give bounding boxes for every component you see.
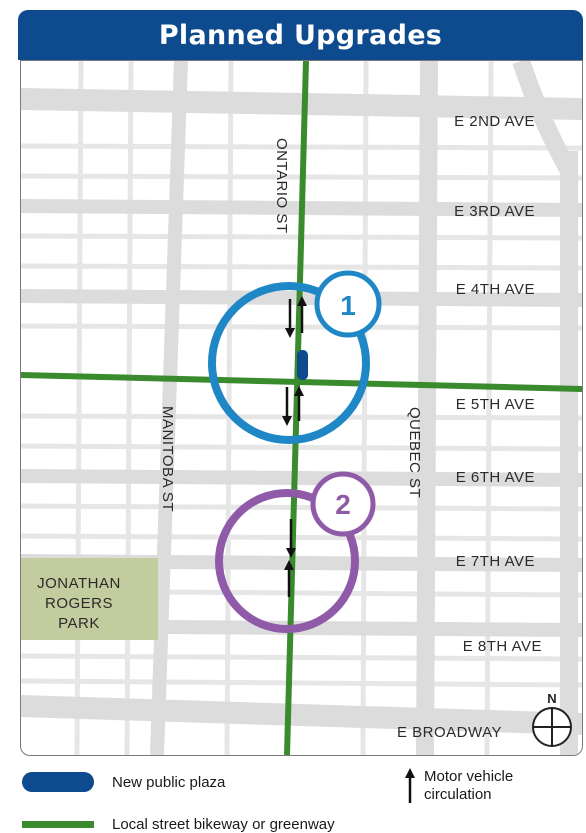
park-label-line3: PARK: [58, 615, 100, 632]
legend-bikeway-label: Local street bikeway or greenway: [112, 816, 335, 833]
park-area: [21, 558, 158, 640]
public-plaza-marker: [297, 350, 308, 380]
label-e-6th-ave: E 6TH AVE: [456, 469, 535, 486]
label-e-3rd-ave: E 3RD AVE: [454, 203, 535, 220]
legend-plaza: New public plaza: [22, 772, 225, 792]
bikeway-lines: [21, 61, 582, 755]
marker-2-number: 2: [335, 489, 351, 520]
label-quebec-st: QUEBEC ST: [406, 407, 423, 498]
map-area: 1 2 E 2ND AVE E 3RD AVE E 4TH AVE E 5TH …: [20, 60, 583, 756]
up-arrow-icon: [405, 768, 415, 803]
legend-motor-line2: circulation: [424, 786, 492, 803]
upgrade-area-2: 2: [215, 471, 376, 633]
label-e-2nd-ave: E 2ND AVE: [454, 113, 535, 130]
map-canvas: 1 2 E 2ND AVE E 3RD AVE E 4TH AVE E 5TH …: [21, 61, 582, 755]
bikeway-swatch: [22, 821, 94, 828]
park-label-line1: JONATHAN: [37, 575, 121, 592]
label-e-8th-ave: E 8TH AVE: [463, 638, 542, 655]
label-e-7th-ave: E 7TH AVE: [456, 553, 535, 570]
label-manitoba-st: MANITOBA ST: [159, 406, 176, 512]
main-roads: [21, 61, 582, 755]
label-e-4th-ave: E 4TH AVE: [456, 281, 535, 298]
plaza-swatch: [22, 772, 94, 792]
upgrade-area-1: 1: [208, 270, 382, 444]
map-legend: New public plaza Local street bikeway or…: [0, 762, 586, 833]
north-arrow-icon: N: [532, 691, 572, 747]
label-ontario-st: ONTARIO ST: [273, 138, 290, 234]
label-e-broadway: E BROADWAY: [397, 724, 502, 741]
legend-bikeway: Local street bikeway or greenway: [22, 816, 335, 833]
legend-motor-label: Motor vehicle circulation: [424, 768, 513, 804]
legend-plaza-label: New public plaza: [112, 773, 226, 791]
legend-motor: Motor vehicle circulation: [404, 768, 513, 804]
label-e-5th-ave: E 5TH AVE: [456, 396, 535, 413]
park-label-line2: ROGERS: [45, 595, 113, 612]
marker-1-number: 1: [340, 290, 356, 321]
compass-label: N: [547, 691, 556, 706]
legend-motor-line1: Motor vehicle: [424, 768, 514, 785]
map-title: Planned Upgrades: [18, 10, 583, 60]
